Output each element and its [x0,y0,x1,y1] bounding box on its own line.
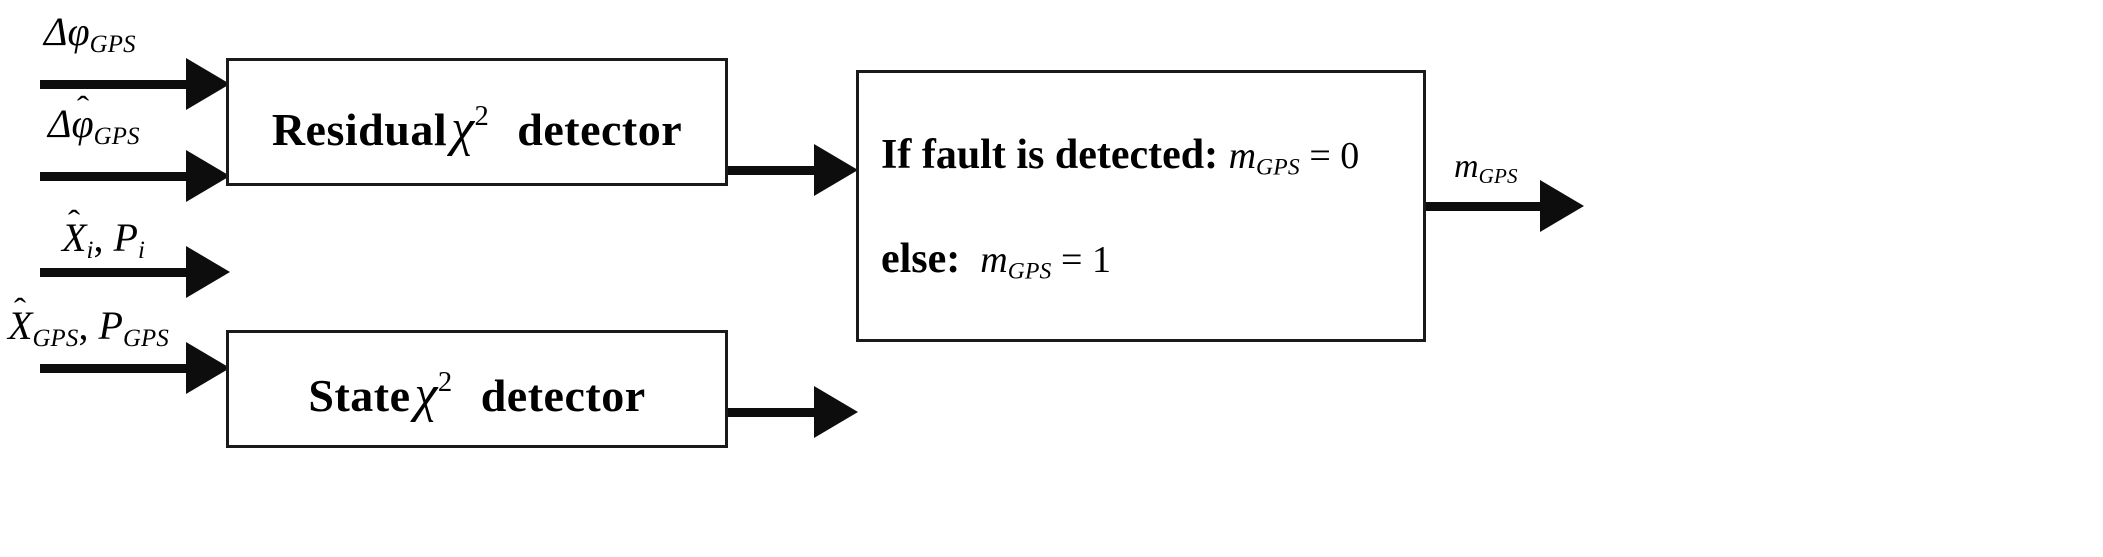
subscript-gps: GPS [1007,258,1052,285]
decision-expression: mGPS = 1 [971,239,1111,285]
comma-separator: , [93,215,114,260]
subscript-gps: GPS [1256,154,1300,181]
chi-symbol: χ2 [414,366,453,423]
subscript-i: i [86,236,94,264]
input-label-delta-phi-gps: ΔφGPS [44,12,136,58]
phi-glyph: φ [67,9,90,54]
equals-sign: = [1299,135,1341,177]
decision-line-else: else: mGPS = 1 [881,235,1111,286]
equals-sign: = [1051,239,1092,281]
chi-exponent: 2 [474,100,490,132]
block-fault-decision-logic[interactable]: If fault is detected: mGPS = 0 else: mGP… [856,70,1426,342]
subscript-gps: GPS [89,30,136,58]
block-residual-chi2-detector[interactable]: Residualχ2 detector [226,58,728,186]
delta-glyph: Δ [48,101,72,146]
block-residual-chi2-detector-title: Residualχ2 detector [229,99,725,158]
block-title-prefix: State [308,370,411,421]
block-title-suffix-text: detector [480,370,646,421]
decision-value: 0 [1340,135,1360,177]
subscript-gps: GPS [32,324,79,352]
comma-separator: , [78,303,99,348]
subscript-gps: GPS [93,122,140,150]
block-title-suffix-text: detector [517,104,683,155]
subscript-gps: GPS [122,324,169,352]
m-glyph: m [1454,148,1479,185]
chi-symbol: χ2 [451,100,490,157]
m-glyph: m [980,239,1008,281]
output-label-m-gps: mGPS [1454,148,1518,189]
decision-expression: mGPS = 0 [1228,135,1360,181]
block-state-chi2-detector-title: Stateχ2 detector [229,365,725,424]
decision-value: 1 [1091,239,1111,281]
hat-accent-icon: ˆ [14,291,27,328]
block-title-prefix: Residual [271,104,448,155]
decision-line-if-fault-detected: If fault is detected: mGPS = 0 [881,131,1359,182]
hat-accent-icon: ˆ [68,203,81,240]
decision-keyword: If fault is detected: [881,132,1219,178]
subscript-gps: GPS [1478,163,1518,188]
subscript-i: i [137,236,146,264]
hat-accent-icon: ˆ [76,89,89,126]
block-state-chi2-detector[interactable]: Stateχ2 detector [226,330,728,448]
p-glyph: P [98,303,123,348]
block-title-suffix [457,370,481,421]
p-glyph: P [113,215,138,260]
delta-glyph: Δ [44,9,68,54]
decision-keyword: else: [881,236,961,282]
block-title-suffix [493,104,517,155]
m-glyph: m [1228,135,1257,177]
chi-exponent: 2 [437,366,453,398]
